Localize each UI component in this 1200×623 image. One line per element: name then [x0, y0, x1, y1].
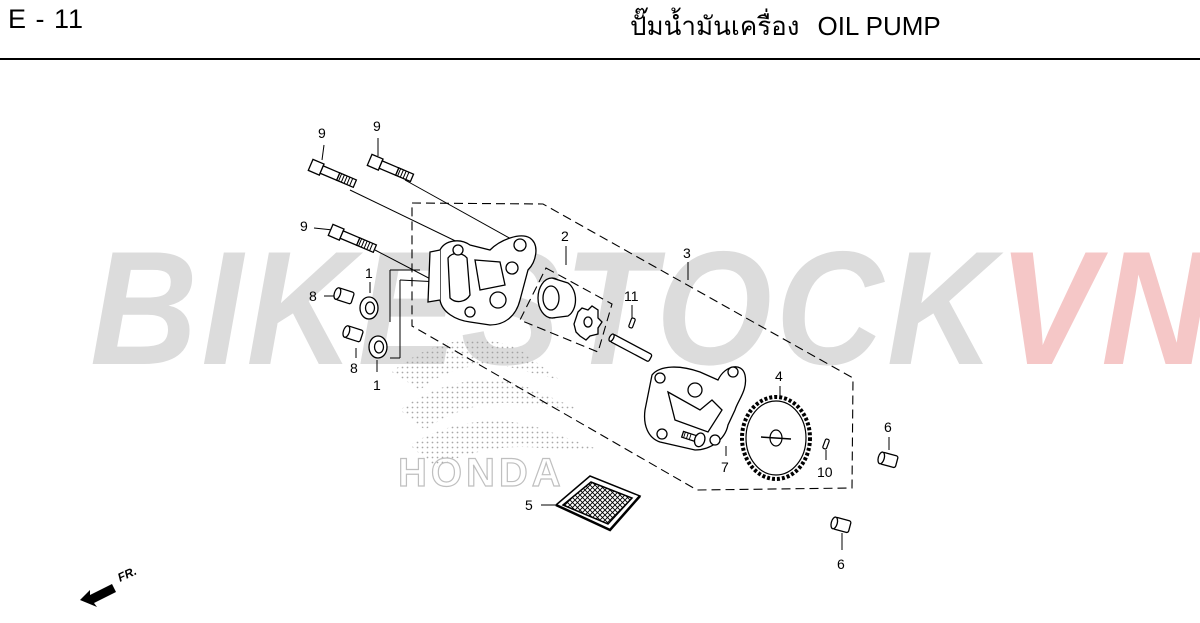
pump-shaft — [608, 333, 653, 362]
page-title: ปั๊มน้ำมันเครื่อง OIL PUMP — [630, 6, 941, 47]
pin-10 — [822, 438, 830, 450]
callout-7: 7 — [721, 459, 729, 475]
callout-1-lower: 1 — [373, 377, 381, 393]
assembly-outline — [411, 202, 854, 491]
oil-seal-1-lower — [368, 335, 388, 359]
screw-7 — [680, 430, 706, 448]
bolt-9-upper-right — [366, 153, 415, 183]
dowel-pin-8-lower — [342, 325, 364, 343]
honda-wing-logo: HONDA — [392, 339, 600, 496]
title-thai: ปั๊มน้ำมันเครื่อง — [630, 11, 800, 41]
oil-seal-1-upper — [359, 296, 379, 320]
callout-9-middle: 9 — [300, 218, 308, 234]
dowel-pin-6-upper — [877, 451, 899, 469]
callout-6-lower: 6 — [837, 556, 845, 572]
bolt-9-upper-left — [307, 158, 358, 189]
callout-5: 5 — [525, 497, 533, 513]
front-direction-indicator: FR. — [80, 564, 139, 607]
callout-9-upper-left: 9 — [318, 125, 326, 141]
watermark: BIKESTOCKVN — [90, 228, 1200, 390]
callout-10: 10 — [817, 464, 833, 480]
callout-11: 11 — [624, 288, 639, 304]
callout-3: 3 — [683, 245, 691, 261]
callout-4: 4 — [775, 368, 783, 384]
callout-2: 2 — [561, 228, 569, 244]
page-code: E - 11 — [8, 4, 85, 34]
bolt-9-middle — [327, 223, 378, 254]
oil-strainer — [554, 475, 642, 532]
dowel-pin-6-lower — [830, 516, 852, 534]
driven-sprocket — [740, 395, 812, 481]
title-english: OIL PUMP — [817, 11, 941, 41]
dowel-pin-8-upper — [333, 287, 355, 305]
header-divider — [0, 58, 1200, 60]
callout-labels: 9 9 9 1 1 8 8 2 3 11 4 7 10 5 6 6 — [300, 118, 892, 572]
callout-8-lower: 8 — [350, 360, 358, 376]
callout-6-upper: 6 — [884, 419, 892, 435]
arrow-icon — [80, 584, 116, 607]
front-label: FR. — [115, 564, 138, 585]
pin-11 — [628, 317, 636, 329]
outer-rotor — [537, 277, 577, 319]
callout-9-upper-right: 9 — [373, 118, 381, 134]
pump-cover — [643, 366, 747, 451]
oil-pump-body — [427, 235, 537, 326]
callout-8-upper: 8 — [309, 288, 317, 304]
inner-rotor — [573, 305, 603, 341]
callout-1-upper: 1 — [365, 265, 373, 281]
honda-brand-text: HONDA — [398, 451, 565, 495]
watermark-accent: VN — [998, 218, 1200, 399]
